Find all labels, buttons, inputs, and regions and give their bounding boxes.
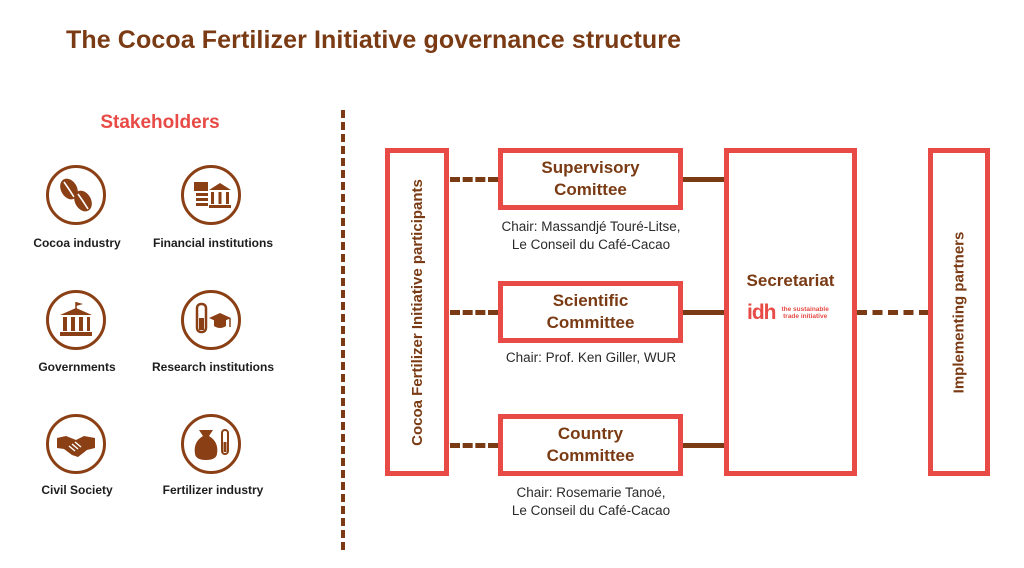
idh-logo-tagline: the sustainable trade initiative [782, 306, 829, 320]
connector-participants-supervisory [450, 177, 498, 182]
implementing-partners-box: Implementing partners [928, 148, 990, 476]
implementing-partners-label: Implementing partners [950, 231, 968, 393]
country-chair-line1: Chair: Rosemarie Tanoé, [516, 485, 666, 500]
participants-label: Cocoa Fertilizer Initiative participants [408, 178, 426, 446]
connector-supervisory-secretariat [683, 177, 725, 182]
supervisory-chair-line1: Chair: Massandjé Touré-Litse, [501, 219, 681, 234]
participants-box: Cocoa Fertilizer Initiative participants [385, 148, 449, 476]
connector-participants-scientific [450, 310, 498, 315]
cocoa-beans-icon [46, 165, 106, 225]
stakeholder-label-financial-institutions: Financial institutions [152, 236, 273, 250]
stakeholder-label-civil-society: Civil Society [41, 483, 113, 497]
research-lab-icon [181, 290, 241, 350]
page-title: The Cocoa Fertilizer Initiative governan… [66, 26, 682, 54]
stakeholder-label-research-institutions: Research institutions [151, 360, 275, 374]
scientific-committee-label: Scientific Committee [546, 291, 635, 332]
connector-scientific-secretariat [683, 310, 725, 315]
country-chair: Chair: Rosemarie Tanoé, Le Conseil du Ca… [461, 484, 721, 520]
idh-logo: idh the sustainable trade initiative [747, 301, 829, 325]
scientific-chair: Chair: Prof. Ken Giller, WUR [461, 349, 721, 367]
scientific-committee-box: Scientific Committee [498, 281, 683, 343]
stakeholders-heading: Stakeholders [100, 112, 220, 133]
idh-logo-mark: idh [747, 301, 776, 324]
secretariat-label: Secretariat [746, 271, 835, 290]
supervisory-committee-box: Supervisory Comittee [498, 148, 683, 210]
supervisory-chair: Chair: Massandjé Touré-Litse, Le Conseil… [461, 218, 721, 254]
fertilizer-bag-icon [181, 414, 241, 474]
government-building-icon [46, 290, 106, 350]
supervisory-chair-line2: Le Conseil du Café-Cacao [511, 237, 671, 252]
bank-money-icon [181, 165, 241, 225]
connector-participants-country [450, 443, 498, 448]
secretariat-box: Secretariat idh the sustainable trade in… [724, 148, 857, 476]
stakeholder-label-fertilizer-industry: Fertilizer industry [162, 483, 264, 497]
connector-secretariat-implementing [857, 310, 929, 315]
country-committee-label: Country Committee [546, 424, 635, 465]
section-divider [341, 110, 345, 550]
country-chair-line2: Le Conseil du Café-Cacao [511, 503, 671, 518]
idh-tagline-line1: the sustainable [781, 306, 829, 313]
handshake-icon [46, 414, 106, 474]
idh-tagline-line2: trade initiative [783, 313, 828, 320]
country-committee-box: Country Committee [498, 414, 683, 476]
scientific-chair-line1: Chair: Prof. Ken Giller, WUR [505, 350, 677, 365]
stakeholder-label-governments: Governments [38, 360, 116, 374]
supervisory-committee-label: Supervisory Comittee [541, 158, 640, 199]
stakeholder-label-cocoa-industry: Cocoa industry [33, 236, 121, 250]
connector-country-secretariat [683, 443, 725, 448]
